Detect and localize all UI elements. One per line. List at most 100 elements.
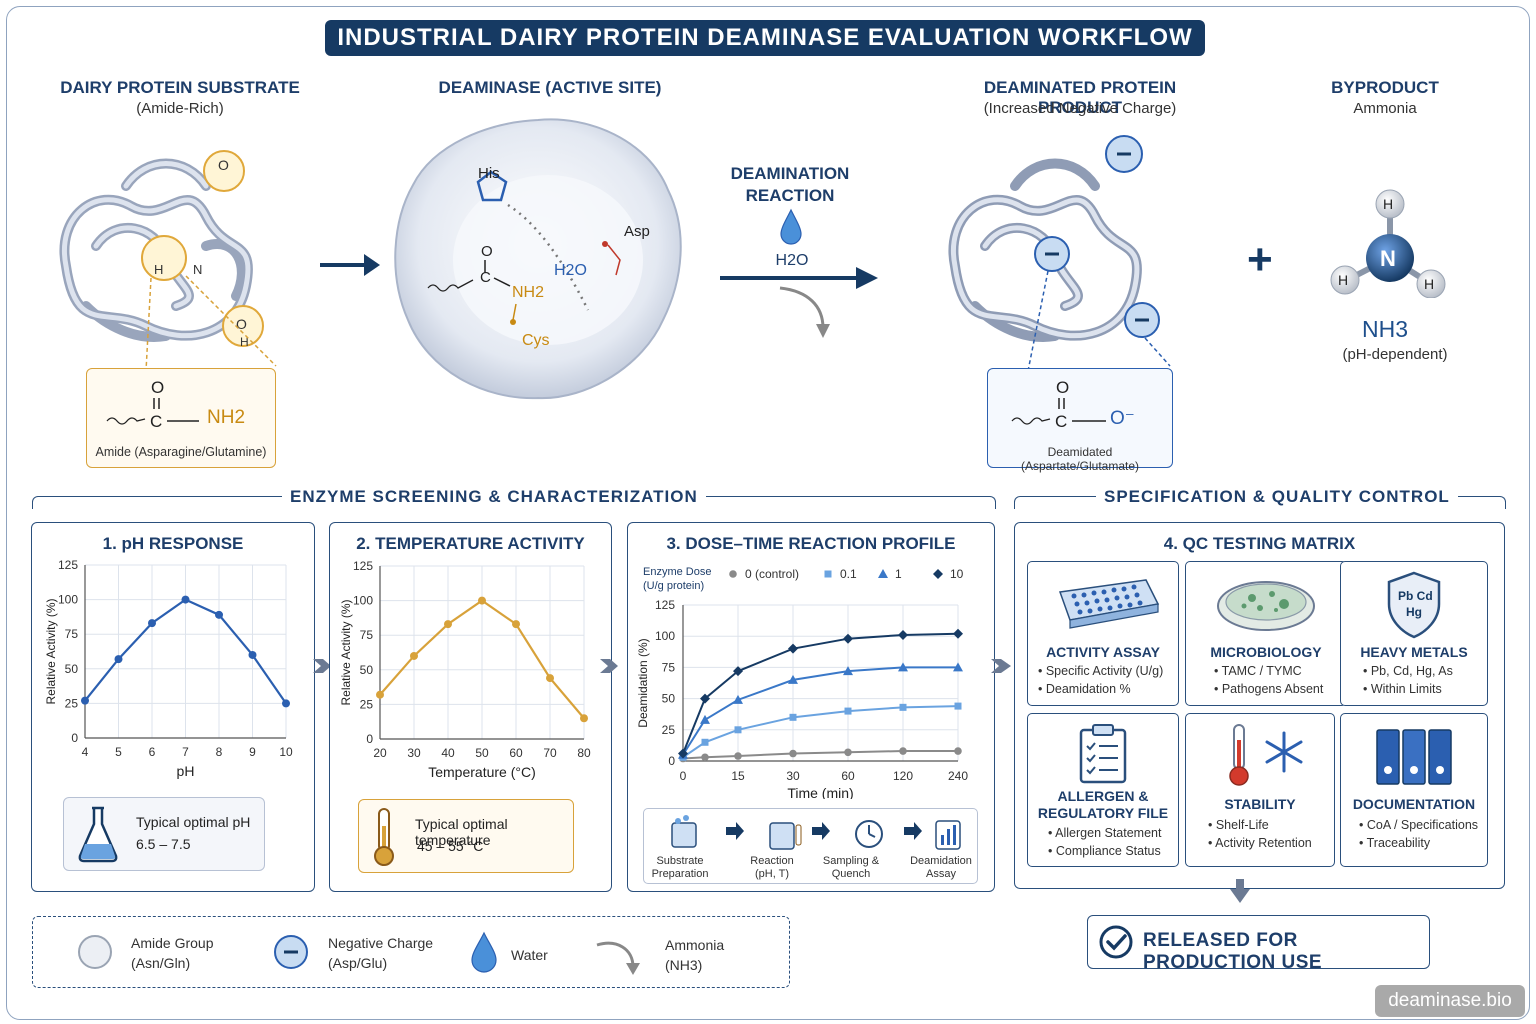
svg-text:O: O xyxy=(151,378,164,397)
legend-marker xyxy=(824,570,832,578)
x-tick-label: 50 xyxy=(475,746,489,760)
y-tick-label: 75 xyxy=(662,660,676,674)
x-tick-label: 240 xyxy=(948,769,968,783)
data-point xyxy=(678,748,688,759)
data-point xyxy=(444,620,452,629)
svg-text:C: C xyxy=(480,269,491,286)
y-tick-label: 25 xyxy=(65,696,79,710)
workflow-step-3: Sampling &Quench xyxy=(822,855,880,880)
svg-text:O: O xyxy=(218,157,229,173)
data-point xyxy=(580,714,588,723)
y-axis-label: Deamidation (%) xyxy=(636,638,650,727)
legend-title-unit: (U/g protein) xyxy=(643,580,704,592)
svg-text:H: H xyxy=(240,335,249,349)
y-tick-label: 75 xyxy=(65,627,79,641)
legend-marker xyxy=(933,569,943,579)
plus-icon: + xyxy=(1247,235,1273,284)
y-tick-label: 0 xyxy=(668,754,675,768)
data-point xyxy=(844,748,852,757)
qc-panel-title: 4. QC TESTING MATRIX xyxy=(1163,534,1356,553)
legend-marker xyxy=(729,570,737,578)
data-point xyxy=(844,707,852,715)
x-tick-label: 9 xyxy=(249,745,256,759)
thermometer-icon xyxy=(1229,724,1249,786)
y-tick-label: 25 xyxy=(662,723,676,737)
water-drop-icon xyxy=(471,931,497,973)
data-point xyxy=(843,666,853,676)
svg-text:H: H xyxy=(1383,196,1393,212)
amide-group-icon xyxy=(78,935,112,969)
enzyme-active-site-illustration: His Asp H2O O C NH2 Cys xyxy=(394,118,682,400)
svg-text:N: N xyxy=(193,262,202,277)
ph-optimum-value: 6.5 – 7.5 xyxy=(136,836,191,852)
legend-title: Enzyme Dose xyxy=(643,566,711,578)
x-tick-label: 4 xyxy=(82,745,89,759)
series-line xyxy=(682,666,958,756)
released-label: RELEASED FOR PRODUCTION USE xyxy=(1143,930,1323,973)
data-point xyxy=(898,662,908,672)
series-line xyxy=(682,705,959,759)
qc-doc-title: DOCUMENTATION xyxy=(1352,796,1476,812)
reaction-label-2: REACTION xyxy=(745,186,835,205)
y-tick-label: 125 xyxy=(58,558,78,572)
data-point xyxy=(898,629,908,640)
qc-micro-item-1: • TAMC / TYMC xyxy=(1214,664,1302,678)
enzyme-title: DEAMINASE (ACTIVE SITE) xyxy=(438,78,662,97)
check-circle-icon xyxy=(1099,925,1133,959)
svg-text:H: H xyxy=(154,262,163,277)
data-point xyxy=(701,753,709,762)
x-tick-label: 120 xyxy=(893,769,913,783)
qc-micro-item-2: • Pathogens Absent xyxy=(1214,682,1324,696)
y-tick-label: 0 xyxy=(366,732,373,746)
svg-text:H: H xyxy=(1338,272,1348,288)
data-point xyxy=(789,713,797,721)
thermometer-icon xyxy=(374,808,394,866)
qc-card-heavy-metals: Pb Cd Hg HEAVY METALS • Pb, Cd, Hg, As •… xyxy=(1340,561,1488,706)
data-point xyxy=(114,655,123,664)
qc-activity-item-1: • Specific Activity (U/g) xyxy=(1038,664,1164,678)
data-point xyxy=(734,726,742,734)
data-point xyxy=(701,738,709,746)
temp-optimum-value: 45 – 55 °C xyxy=(417,838,484,854)
data-point xyxy=(843,633,853,644)
data-point xyxy=(215,610,223,619)
screening-section-title: ENZYME SCREENING & CHARACTERIZATION xyxy=(282,487,706,507)
qc-stability-item-1: • Shelf-Life xyxy=(1208,818,1269,832)
qc-section-title: SPECIFICATION & QUALITY CONTROL xyxy=(1096,487,1458,507)
released-for-production-box: RELEASED FOR PRODUCTION USE xyxy=(1087,915,1430,973)
qc-activity-item-2: • Deamidation % xyxy=(1038,682,1131,696)
x-tick-label: 70 xyxy=(543,746,557,760)
svg-text:N: N xyxy=(1380,246,1396,271)
y-tick-label: 125 xyxy=(655,598,675,612)
data-point xyxy=(733,694,743,704)
asp-label: Asp xyxy=(624,223,650,240)
water-drop-icon xyxy=(780,208,802,245)
x-tick-label: 30 xyxy=(786,769,800,783)
qc-card-allergen: ALLERGEN & REGULATORY FILE • Allergen St… xyxy=(1027,713,1179,867)
substrate-subtitle: (Amide-Rich) xyxy=(136,100,224,117)
data-point xyxy=(734,752,742,760)
data-point xyxy=(700,693,710,704)
temp-optimum-box: Typical optimal temperature 45 – 55 °C xyxy=(358,799,574,873)
svg-text:O: O xyxy=(236,316,247,332)
x-tick-label: 10 xyxy=(279,745,293,759)
data-point xyxy=(733,666,743,677)
y-tick-label: 0 xyxy=(71,731,78,745)
negative-charge-icon xyxy=(274,935,308,969)
data-point xyxy=(953,662,963,672)
data-point xyxy=(899,703,907,711)
data-point xyxy=(789,749,797,758)
x-axis-label: pH xyxy=(177,763,195,779)
qc-activity-title: ACTIVITY ASSAY xyxy=(1046,644,1160,660)
svg-text:Hg: Hg xyxy=(1406,605,1422,619)
outer-frame xyxy=(6,6,1530,1020)
ph-panel-title: 1. pH RESPONSE xyxy=(102,534,244,553)
reaction-arrow-icon xyxy=(720,267,878,338)
x-tick-label: 60 xyxy=(509,746,523,760)
qc-metals-item-1: • Pb, Cd, Hg, As xyxy=(1363,664,1453,678)
qc-allergen-title-2: REGULATORY FILE xyxy=(1037,805,1169,821)
